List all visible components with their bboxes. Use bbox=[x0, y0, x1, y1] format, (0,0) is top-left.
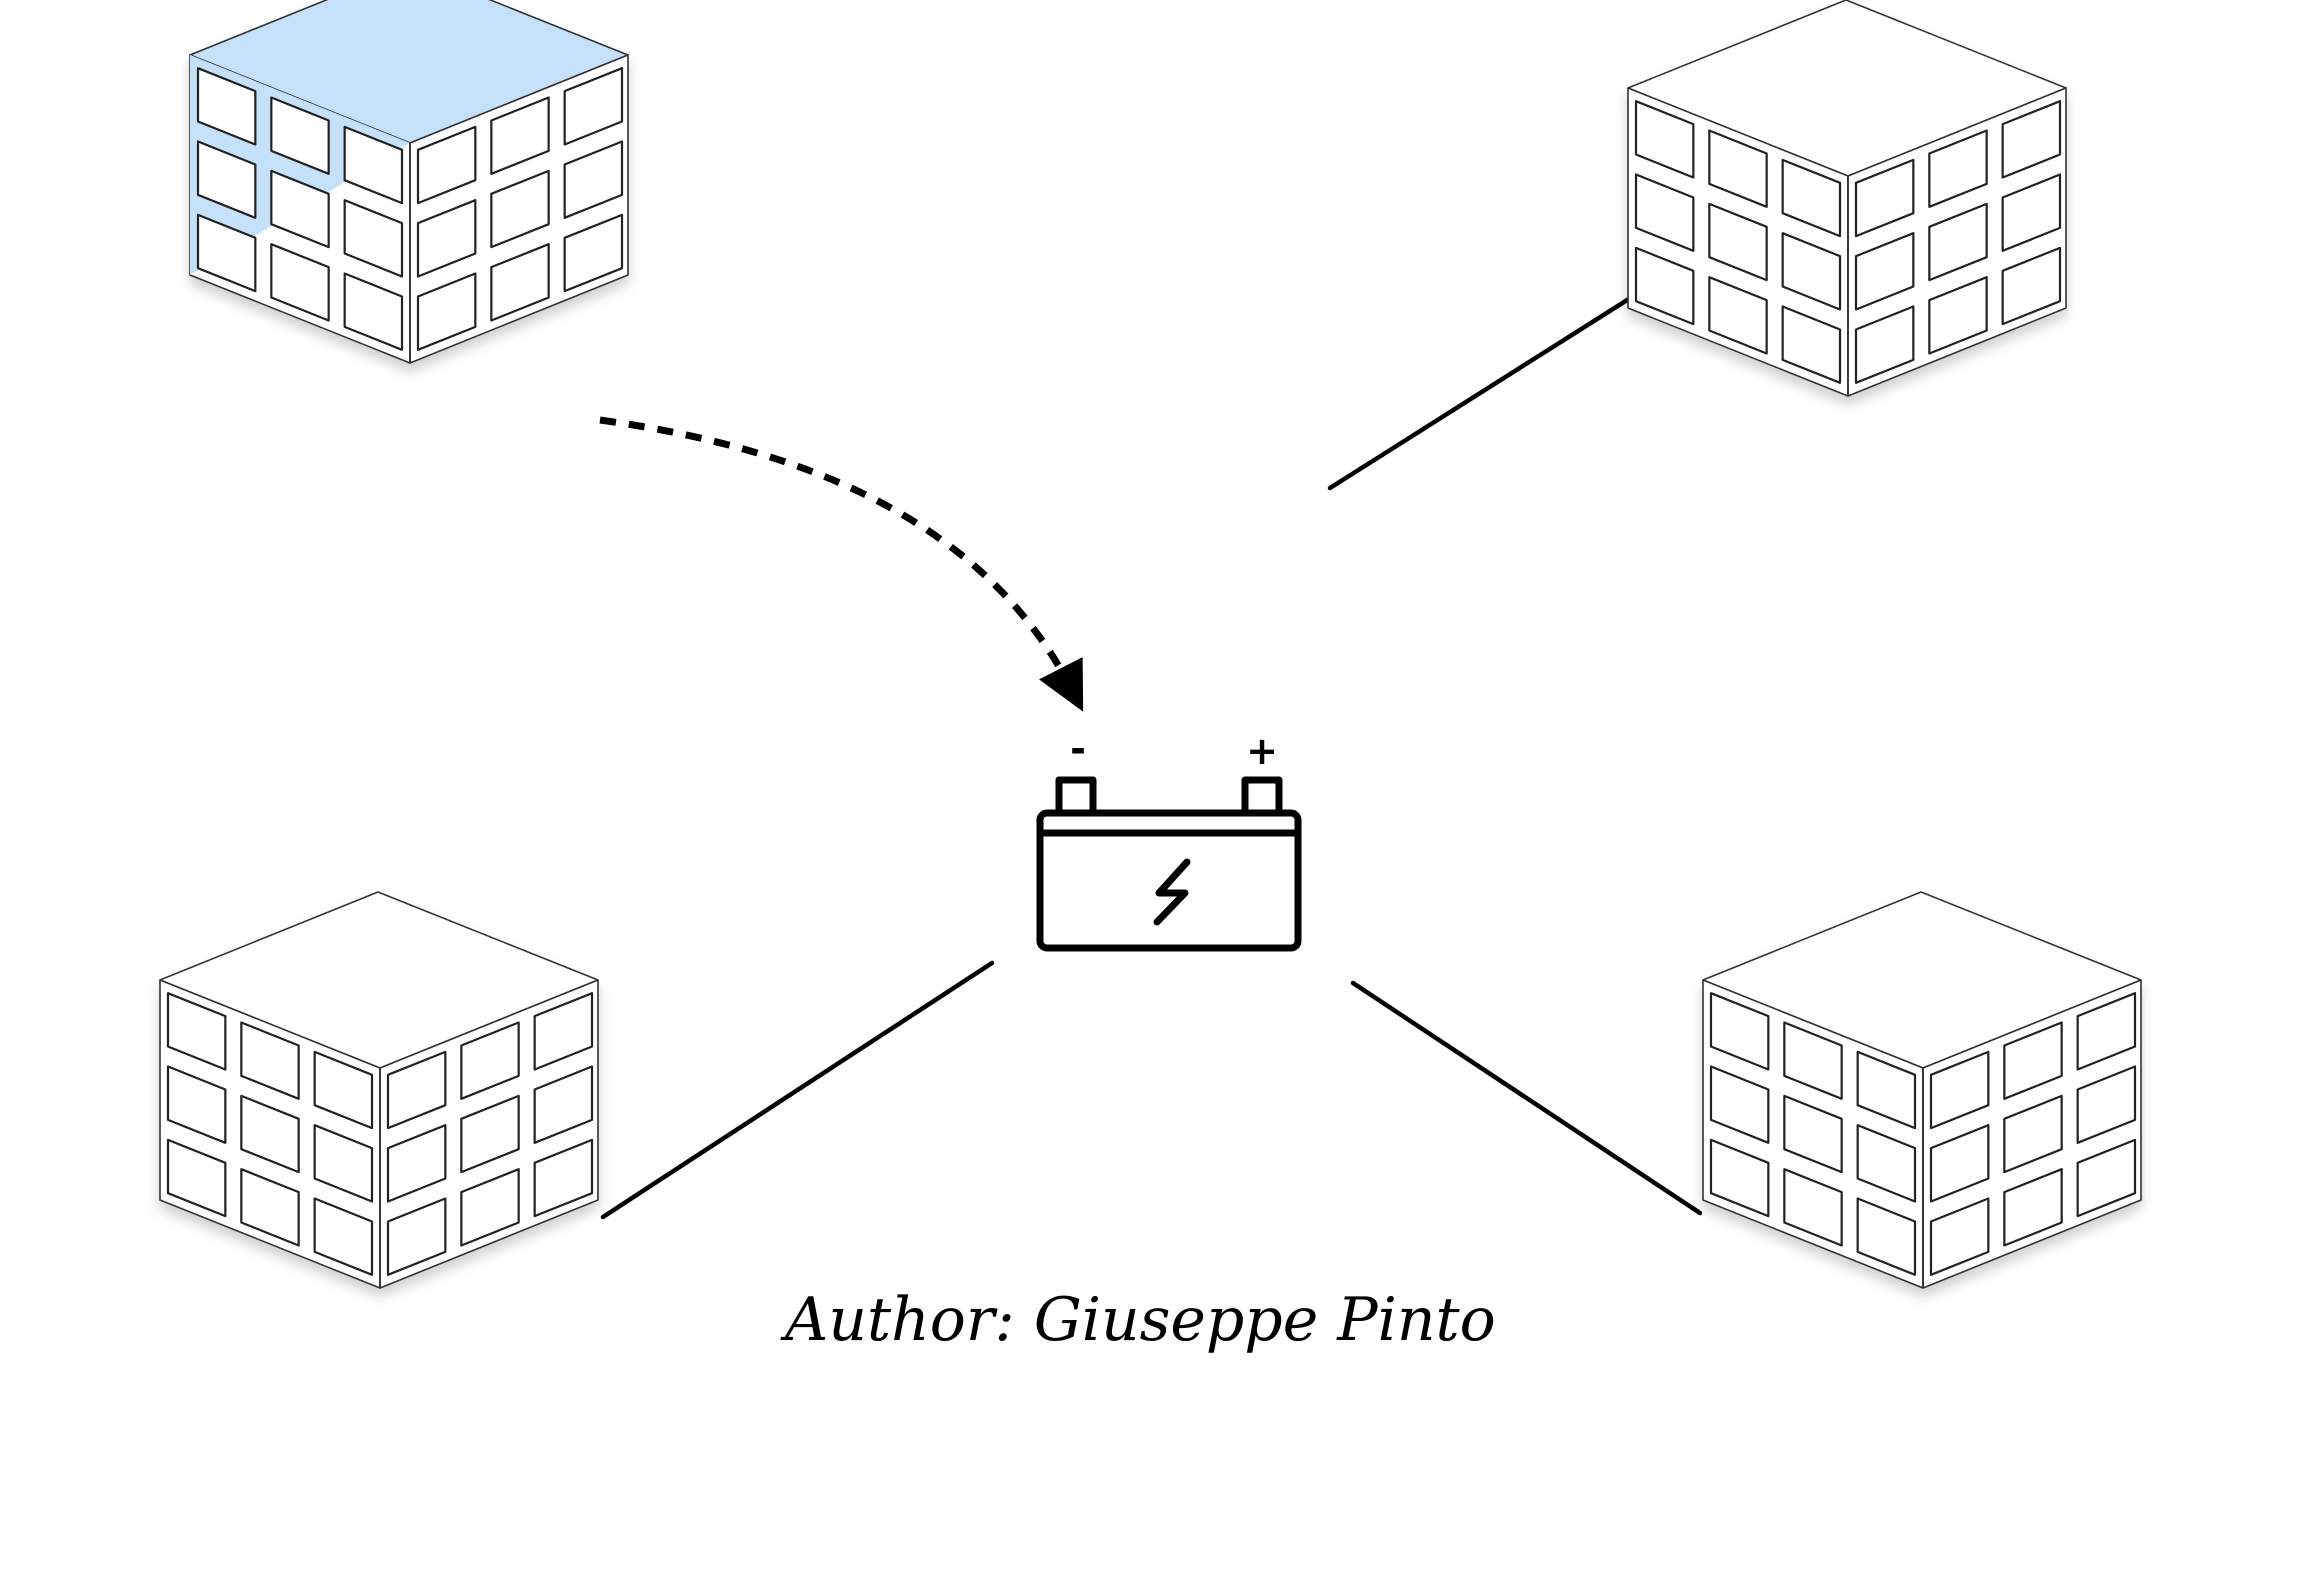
building-window bbox=[460, 1021, 520, 1100]
building-window bbox=[1783, 1021, 1843, 1100]
dashed-flow-arrow bbox=[599, 416, 1084, 712]
battery-minus-sign: - bbox=[1070, 727, 1086, 771]
building-window bbox=[270, 96, 330, 175]
building-window bbox=[1781, 232, 1842, 311]
building-window bbox=[460, 1168, 520, 1247]
building-window bbox=[196, 213, 257, 293]
building-window bbox=[240, 1094, 300, 1174]
building-window bbox=[1708, 202, 1768, 282]
building-window bbox=[240, 1168, 300, 1247]
building-window bbox=[1928, 276, 1988, 355]
building-window bbox=[1854, 305, 1915, 384]
building-bottom-right bbox=[1702, 891, 2142, 1289]
building-window bbox=[2001, 246, 2062, 326]
building-window bbox=[2001, 100, 2062, 179]
building-window bbox=[460, 1094, 520, 1174]
building-window bbox=[1783, 1168, 1843, 1247]
building-window bbox=[1634, 173, 1695, 252]
building-bottom-left bbox=[159, 891, 599, 1289]
building-window bbox=[270, 169, 330, 249]
building-window bbox=[2001, 173, 2062, 252]
building-window bbox=[1634, 100, 1695, 179]
building-window bbox=[1929, 1050, 1990, 1130]
building-window bbox=[533, 1065, 594, 1144]
connection-line-bottom-right bbox=[1350, 980, 1703, 1216]
building-window bbox=[1709, 1065, 1770, 1144]
battery-icon: - + bbox=[1036, 727, 1302, 952]
building-window bbox=[416, 199, 477, 278]
building-window bbox=[563, 213, 624, 293]
building-window bbox=[1929, 1124, 1990, 1203]
building-window bbox=[196, 140, 257, 219]
building-window bbox=[2076, 1138, 2137, 1218]
building-window bbox=[2076, 992, 2137, 1071]
building-window bbox=[490, 243, 550, 322]
building-window bbox=[166, 1138, 227, 1218]
building-window bbox=[563, 67, 624, 146]
building-window bbox=[416, 272, 477, 351]
building-window bbox=[490, 169, 550, 249]
building-window bbox=[270, 243, 330, 322]
building-window bbox=[533, 992, 594, 1071]
battery-body bbox=[1036, 809, 1302, 952]
buildings-group bbox=[159, 0, 2142, 1289]
building-window bbox=[2003, 1168, 2063, 1247]
building-window bbox=[386, 1197, 447, 1276]
building-top-left bbox=[189, 0, 629, 364]
building-window bbox=[1634, 246, 1695, 326]
building-window bbox=[1781, 158, 1842, 238]
building-window bbox=[1708, 129, 1768, 208]
building-window bbox=[416, 125, 477, 205]
building-window bbox=[1856, 1197, 1917, 1276]
building-top-right bbox=[1627, 0, 2067, 397]
building-window bbox=[386, 1050, 447, 1130]
building-window bbox=[313, 1050, 374, 1130]
building-window bbox=[1854, 232, 1915, 311]
building-window bbox=[1781, 305, 1842, 384]
building-window bbox=[343, 125, 404, 205]
battery-positive-terminal bbox=[1241, 776, 1283, 817]
building-window bbox=[343, 199, 404, 278]
building-window bbox=[563, 140, 624, 219]
building-window bbox=[2003, 1094, 2063, 1174]
building-window bbox=[2003, 1021, 2063, 1100]
building-window bbox=[1783, 1094, 1843, 1174]
building-window bbox=[166, 1065, 227, 1144]
building-window bbox=[1856, 1124, 1917, 1203]
building-window bbox=[343, 272, 404, 351]
building-window bbox=[1928, 202, 1988, 282]
building-window bbox=[196, 67, 257, 146]
building-window bbox=[2076, 1065, 2137, 1144]
author-caption: Author: Giuseppe Pinto bbox=[780, 1285, 1496, 1355]
building-window bbox=[1929, 1197, 1990, 1276]
lightning-icon bbox=[1153, 858, 1191, 926]
building-window bbox=[490, 96, 550, 175]
building-window bbox=[1709, 1138, 1770, 1218]
building-window bbox=[533, 1138, 594, 1218]
building-window bbox=[240, 1021, 300, 1100]
building-window bbox=[166, 992, 227, 1071]
building-window bbox=[386, 1124, 447, 1203]
building-window bbox=[1854, 158, 1915, 238]
building-window bbox=[1928, 129, 1988, 208]
battery-plus-sign: + bbox=[1246, 729, 1278, 773]
connection-line-bottom-left bbox=[600, 960, 995, 1220]
building-window bbox=[1856, 1050, 1917, 1130]
battery-negative-terminal bbox=[1055, 776, 1097, 817]
building-window bbox=[1709, 992, 1770, 1071]
building-window bbox=[313, 1197, 374, 1276]
building-window bbox=[1708, 276, 1768, 355]
building-window bbox=[313, 1124, 374, 1203]
